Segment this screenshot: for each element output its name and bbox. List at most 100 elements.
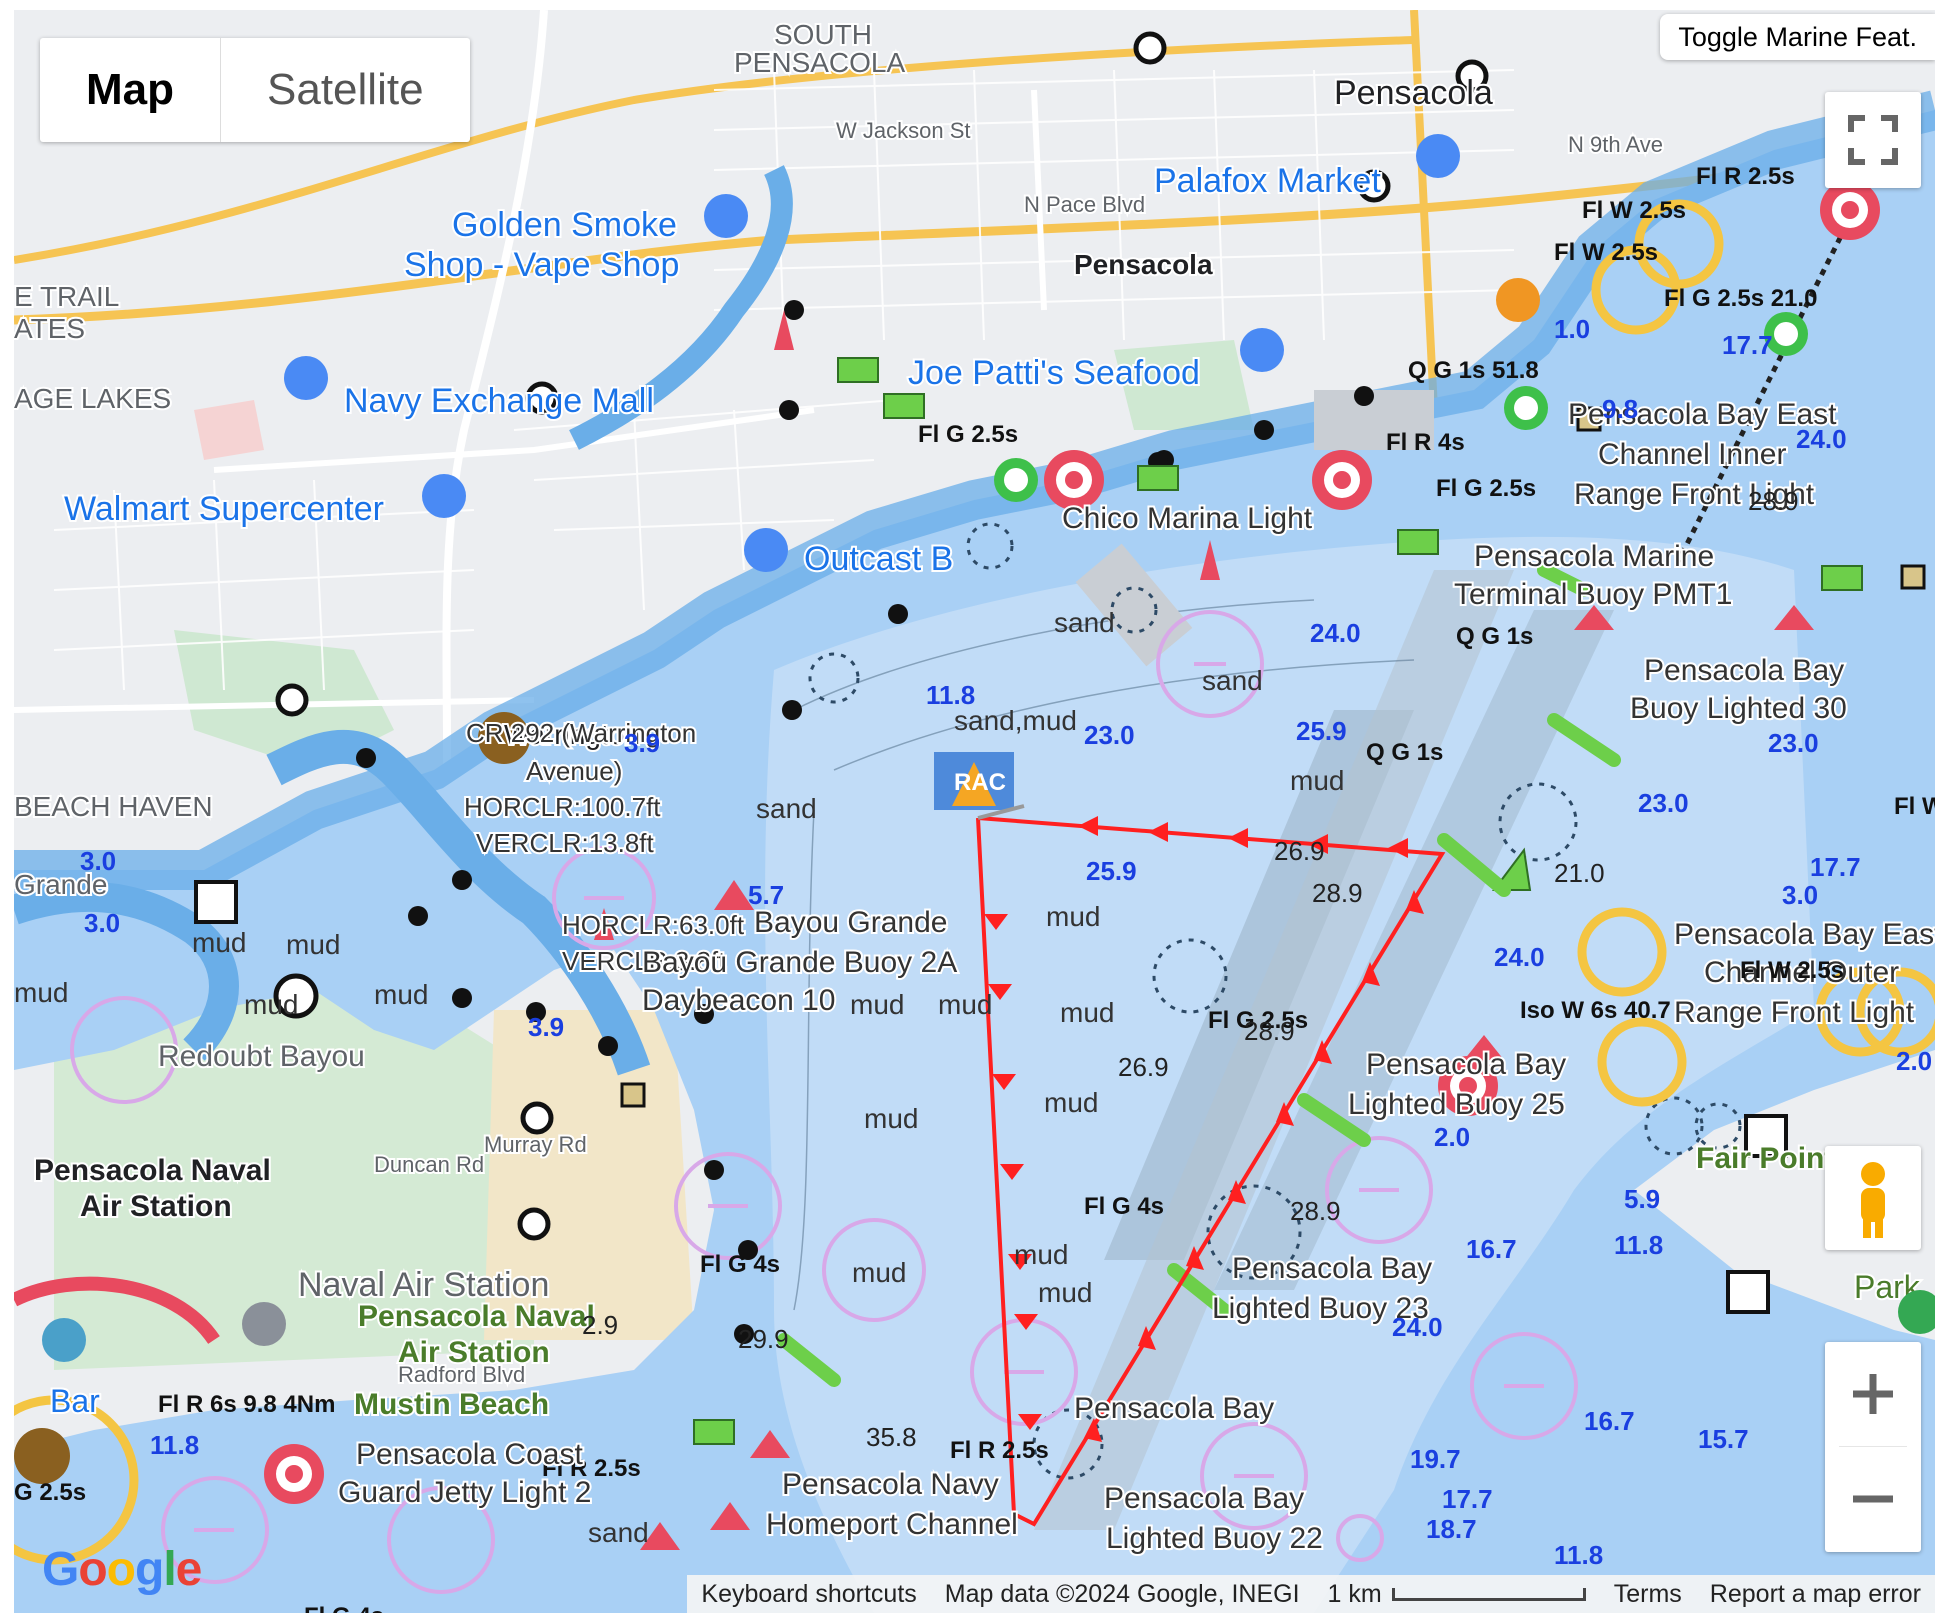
chart-label: Fl R 2.5s: [950, 1437, 1049, 1464]
place-label: ATES: [14, 313, 85, 344]
zoom-control: [1825, 1342, 1921, 1552]
depth-sounding: 28.9: [1290, 1196, 1341, 1226]
seabed-label: mud: [1290, 765, 1344, 796]
range-front-lights: [14, 199, 1935, 1565]
yellow-squares: [620, 406, 1926, 1108]
beacon-squares: [194, 880, 1788, 1314]
place-label: AGE LAKES: [14, 383, 171, 414]
zoom-divider: [1839, 1446, 1907, 1447]
depth-sounding: 17.7: [1722, 330, 1773, 360]
chart-label: Range Front Light: [1674, 996, 1915, 1029]
depth-sounding: 28.9: [1244, 1016, 1295, 1046]
highway-road: [1410, 10, 1438, 411]
map-type-map-button[interactable]: Map: [40, 38, 221, 142]
bayou-channel: [569, 165, 793, 450]
chart-label: Terminal Buoy PMT1: [1454, 578, 1732, 611]
chart-label: Bayou Grande Buoy 2A: [642, 946, 957, 979]
chart-label: Fl G 2.5s 21.0: [1664, 285, 1817, 312]
seabed-label: mud: [192, 927, 246, 958]
scale-bar: [1391, 1588, 1586, 1602]
seabed-label: mud: [374, 979, 428, 1010]
chart-label: Lighted Buoy 23: [1212, 1292, 1429, 1325]
landmark-circles: [273, 31, 1489, 1241]
zoom-in-button[interactable]: [1825, 1342, 1921, 1446]
street-view-pegman-button[interactable]: [1825, 1146, 1921, 1250]
chart-label: Iso W 6s 40.7: [1520, 997, 1671, 1024]
chart-label: VERCLR:3.8ft: [562, 946, 726, 976]
fullscreen-button[interactable]: [1825, 92, 1921, 188]
chart-label: Channel Inner: [1598, 438, 1786, 471]
seabed-label: mud: [852, 1257, 906, 1288]
place-label: Duncan Rd: [374, 1152, 484, 1177]
site-marker: [14, 1428, 70, 1484]
place-label: Bar: [50, 1383, 100, 1419]
map-type-satellite-button[interactable]: Satellite: [267, 65, 424, 114]
scale-control[interactable]: 1 km: [1314, 1580, 1600, 1609]
seabed-label: mud: [286, 929, 340, 960]
pier: [1314, 390, 1434, 450]
place-label: Redoubt Bayou: [158, 1040, 365, 1073]
chart-label: Pensacola Marine: [1474, 540, 1714, 573]
seabed-labels: sand sand sand,mud mud sand mud mud mud mud mud mu…: [14, 607, 1344, 1548]
depth-sounding: 2.0: [1434, 1122, 1470, 1152]
depth-sounding: 25.9: [1296, 716, 1347, 746]
chart-label: Channel Outer: [1704, 956, 1899, 989]
toggle-marine-features-button[interactable]: Toggle Marine Feat.: [1660, 14, 1935, 60]
place-label: N Pace Blvd: [1024, 192, 1145, 217]
depth-sounding: 25.9: [1086, 856, 1137, 886]
depth-sounding: 28.9: [1748, 486, 1799, 516]
depth-sounding: 16.7: [1584, 1406, 1635, 1436]
report-map-error-link[interactable]: Report a map error: [1709, 1579, 1921, 1608]
seabed-label: mud: [1046, 901, 1100, 932]
anchorage-marks: [194, 662, 1544, 1532]
depth-sounding: 16.7: [1466, 1234, 1517, 1264]
seabed-label: sand: [756, 793, 817, 824]
chart-label: Fl G 4s: [304, 1603, 384, 1613]
route-start-line: [977, 804, 1025, 820]
chart-label: Pensacola Bay: [1366, 1048, 1566, 1081]
terms-link[interactable]: Terms: [1613, 1579, 1682, 1608]
road: [1031, 89, 1047, 311]
seabed-label: mud: [14, 977, 68, 1008]
seabed-label: sand: [1202, 665, 1263, 696]
chart-label: Fl G 2.5s: [918, 421, 1018, 448]
seabed-label: sand,mud: [954, 705, 1077, 736]
place-label: W Jackson St: [836, 118, 970, 143]
route-arrows: [984, 816, 1424, 1442]
depth-sounding: 24.0: [1796, 424, 1847, 454]
chart-label: Lighted Buoy 22: [1106, 1522, 1323, 1555]
keyboard-shortcuts-link[interactable]: Keyboard shortcuts: [701, 1579, 917, 1608]
seabed-label: mud: [1060, 997, 1114, 1028]
place-label: Murray Rd: [484, 1132, 587, 1157]
seabed-label: sand: [1054, 607, 1115, 638]
chart-label: Fl W 2.5s: [1582, 197, 1686, 224]
depth-sounding: 11.8: [150, 1430, 199, 1460]
place-label: Naval Air Station: [298, 1266, 549, 1304]
chart-label: CR 292 (Warrington: [466, 718, 696, 748]
place-label: BEACH HAVEN: [14, 791, 213, 822]
depth-sounding: 17.7: [1810, 852, 1861, 882]
street-grid: [53, 69, 1515, 691]
chart-label: HORCLR:100.7ft: [464, 792, 661, 822]
bayou-grande: [266, 730, 651, 1076]
chart-label: Q G 1s: [1366, 739, 1443, 766]
place-label: Palafox Market: [1154, 162, 1381, 200]
chart-label: Fl R 2.5s: [1696, 163, 1795, 190]
depth-sounding: 11.8: [1614, 1230, 1663, 1260]
chart-label: Daybeacon 10: [642, 984, 835, 1017]
place-label: Fair Point: [1696, 1142, 1834, 1175]
depth-sounding: 3.0: [80, 846, 116, 876]
place-label: Mustin Beach: [354, 1388, 549, 1421]
chart-label: Buoy Lighted 30: [1630, 692, 1847, 725]
seabed-label: mud: [1044, 1087, 1098, 1118]
depth-sounding: 1.0: [1554, 314, 1590, 344]
depth-sounding: 21.0: [1554, 858, 1605, 888]
zoom-out-button[interactable]: [1825, 1447, 1921, 1551]
lighted-buoys: [264, 180, 1880, 1504]
fullscreen-icon: [1848, 115, 1898, 165]
place-label: PENSACOLA: [734, 47, 905, 78]
